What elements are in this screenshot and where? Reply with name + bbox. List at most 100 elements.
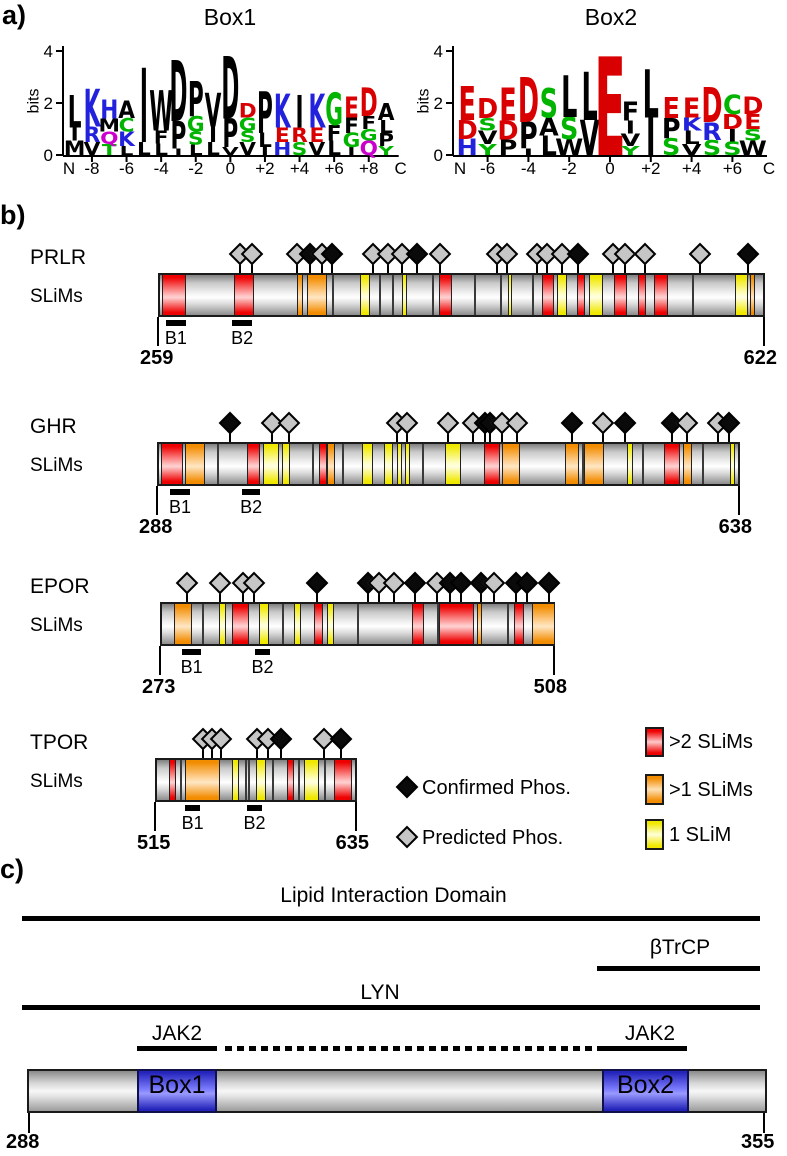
logo-letter: S <box>292 139 308 160</box>
slim-segment-orange <box>297 275 304 315</box>
logo-letter: E <box>662 93 679 126</box>
btrcp-label: βTrCP <box>649 936 711 959</box>
logo-letter: L <box>379 117 393 138</box>
slim-segment-yellow <box>327 604 334 644</box>
phosphosite-stem <box>219 588 221 602</box>
logo-letter: E <box>458 77 475 132</box>
b2-motif-label: B2 <box>251 657 274 677</box>
predicted-phos-diamond-icon <box>688 242 712 266</box>
slim-segment-yellow <box>445 444 461 484</box>
slims-label: SLiMs <box>30 455 83 476</box>
phosphosite-stem <box>446 428 449 442</box>
logo-letter: G <box>360 126 378 145</box>
jak2-left-line <box>137 1046 217 1051</box>
logo-letter: L <box>120 144 134 158</box>
phosphosite-stem <box>266 744 269 758</box>
phosphosite-stem <box>506 259 508 273</box>
panel-c-end-residue: 355 <box>741 1131 775 1153</box>
svg-text:4: 4 <box>44 42 53 61</box>
slim-segment-red <box>318 444 327 484</box>
phosphosite-stem <box>280 744 282 758</box>
slim-segment-red <box>541 275 554 315</box>
phosphosite-stem <box>377 588 380 602</box>
phosphosite-stem <box>472 428 474 442</box>
slim-bar-ghr <box>157 442 740 486</box>
svg-text:C: C <box>395 159 407 178</box>
confirmed-phos-diamond-icon <box>403 571 427 595</box>
phosphosite-stem <box>577 259 579 273</box>
predicted-phos-diamond-icon <box>428 242 452 266</box>
b2-motif-label: B2 <box>243 813 266 833</box>
logo-letter: S <box>560 111 578 147</box>
logo-letter: L <box>189 143 203 159</box>
phosphosite-stem <box>623 259 626 273</box>
phosphosite-stem <box>396 428 399 442</box>
phosphosite-stem <box>251 259 254 273</box>
slim-segment-orange <box>532 604 555 644</box>
slim-segment-red <box>160 444 183 484</box>
slim-segment-yellow <box>259 604 270 644</box>
logo-letter: P <box>499 135 518 160</box>
phosphosite-stem <box>460 588 462 602</box>
slim-segment-yellow <box>293 604 301 644</box>
phosphosite-stem <box>253 588 255 602</box>
logo-letter: P <box>171 115 187 158</box>
phosphosite-stem <box>670 428 673 442</box>
predicted-phos-diamond-icon <box>633 242 657 266</box>
slim-segment-yellow <box>282 444 291 484</box>
phosphosite-stem <box>439 259 442 273</box>
slim-bar-prlr <box>158 273 765 317</box>
svg-text:N: N <box>63 159 75 178</box>
logo-letter: K <box>308 84 326 139</box>
legend-gt2-slims-label: >2 SLiMs <box>669 731 753 753</box>
logo-letter: Q <box>360 137 378 160</box>
phosphosite-stem <box>340 744 342 758</box>
confirmed-phos-diamond-icon <box>218 411 242 435</box>
logo-letter: I <box>646 107 655 168</box>
logo-letter: Y <box>377 144 394 158</box>
phosphosite-stem <box>699 259 702 273</box>
predicted-phos-diamond-icon <box>591 411 615 435</box>
logo-letter: D <box>221 39 239 139</box>
phosphosite-stem <box>308 259 311 273</box>
segment-divider <box>532 275 535 315</box>
phosphosite-stem <box>185 588 188 602</box>
logo-letter: S <box>662 133 680 161</box>
logo-letter: C <box>119 114 135 136</box>
logo-letter: S <box>703 136 721 160</box>
predicted-phos-diamond-icon <box>382 571 406 595</box>
slim-segment-orange <box>185 760 220 800</box>
phosphosite-stem <box>401 259 403 273</box>
svg-text:4: 4 <box>434 42 443 61</box>
segment-divider <box>311 444 314 484</box>
logo-letter: G <box>343 129 361 152</box>
b1-motif-mark <box>169 489 191 495</box>
segment-divider <box>331 275 334 315</box>
phosphosite-stem <box>256 744 258 758</box>
slim-segment-orange <box>683 444 692 484</box>
segment-divider <box>298 760 300 800</box>
phosphosite-stem <box>392 588 395 602</box>
phosphosite-stem <box>501 428 504 442</box>
logo-letter: S <box>478 116 496 136</box>
phosphosite-stem <box>220 744 223 758</box>
segment-divider <box>506 604 509 644</box>
logo-letter: S <box>188 128 204 149</box>
logo-letter: V <box>222 146 240 159</box>
b1-motif-label: B1 <box>180 657 203 677</box>
svg-text:2: 2 <box>44 94 53 113</box>
logo-letter: G <box>187 113 205 138</box>
b1-motif-mark <box>165 320 186 326</box>
box1-domain: Box1 <box>137 1069 217 1113</box>
slim-segment-yellow <box>557 275 567 315</box>
slim-bar-tpor <box>155 758 357 802</box>
slim-segment-red <box>663 444 681 484</box>
slim-bar-epor <box>160 602 555 646</box>
phosphosite-stem <box>480 588 483 602</box>
legend-swatch-gt2-slims <box>645 727 664 757</box>
jak2-dotted-line <box>225 1046 595 1051</box>
slim-segment-yellow <box>729 444 735 484</box>
legend-1-slim-swatch <box>645 819 664 850</box>
svg-text:-2: -2 <box>562 159 577 178</box>
logo-letter: I <box>524 147 533 158</box>
